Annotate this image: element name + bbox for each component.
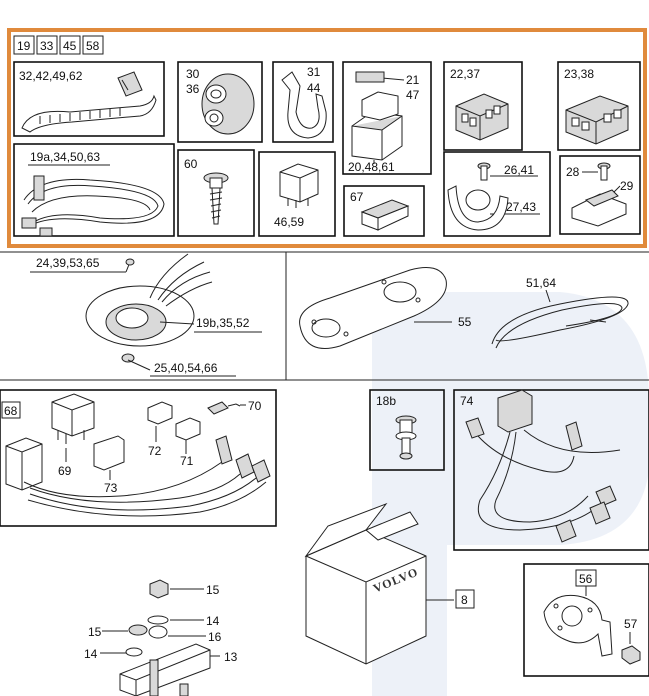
cable-tie-panel: 32,42,49,62: [13, 61, 165, 137]
callout: 25,40,54,66: [154, 361, 218, 375]
relay-panel: 46,59: [258, 151, 336, 237]
relay-panel: 21 47 20,48,61: [342, 61, 432, 175]
callout: 71: [180, 454, 194, 468]
callout: 26,41: [504, 163, 534, 177]
callout: 47: [406, 88, 420, 102]
screw-panel: 60: [177, 149, 255, 237]
callout: 74: [460, 394, 474, 408]
callout: 44: [307, 81, 321, 95]
callout: 24,39,53,65: [36, 256, 100, 270]
callout: 15: [88, 625, 102, 639]
callout: 60: [184, 157, 198, 171]
kit-68: 68 69 73 72 71 70: [0, 389, 277, 527]
callout: 20,48,61: [348, 160, 395, 174]
callout: 21: [406, 73, 420, 87]
callout: 14: [84, 647, 98, 661]
callout: 27,43: [506, 200, 536, 214]
group-label: 45: [63, 39, 77, 53]
callout: 16: [208, 630, 222, 644]
callout: 8: [461, 593, 468, 607]
harness-panel: 19a,34,50,63: [13, 143, 175, 237]
callout: 68: [4, 404, 18, 418]
callout: 72: [148, 444, 162, 458]
socket-assembly: 24,39,53,65 19b,35,52 25,40,54,66: [30, 253, 262, 377]
mounting-plate: 55: [299, 267, 472, 349]
callout: 69: [58, 464, 72, 478]
callout: 57: [624, 617, 638, 631]
callout: 22,37: [450, 67, 480, 81]
callout: 15: [206, 583, 220, 597]
callout: 56: [579, 572, 593, 586]
callout: 19a,34,50,63: [30, 150, 100, 164]
clip-panel: 31 44: [272, 61, 334, 143]
connector-panel: 23,38: [557, 61, 641, 151]
clip-nut-panel: 28 29: [559, 155, 641, 235]
clamp-panel: 26,41 27,43: [443, 151, 551, 237]
group-label-boxes: 19 33 45 58: [13, 35, 104, 55]
callout: 51,64: [526, 276, 556, 290]
callout: 13: [224, 650, 238, 664]
pin-18b: 18b: [369, 389, 445, 471]
bracket-kit: 56 57: [523, 563, 649, 677]
grommet-panel: 30 36: [177, 61, 263, 143]
callout: 67: [350, 190, 364, 204]
clip-panel: 67: [343, 185, 425, 237]
harness-74: 74: [453, 389, 649, 551]
callout: 23,38: [564, 67, 594, 81]
callout: 28: [566, 165, 580, 179]
callout: 36: [186, 82, 200, 96]
callout: 18b: [376, 394, 396, 408]
callout: 19b,35,52: [196, 316, 250, 330]
callout: 14: [206, 614, 220, 628]
callout: 31: [307, 65, 321, 79]
callout: 29: [620, 179, 634, 193]
group-label: 58: [86, 39, 100, 53]
fastener-stack: 15 14 15 16 14 13: [84, 579, 238, 696]
callout: 46,59: [274, 215, 304, 229]
callout: 55: [458, 315, 472, 329]
callout: 30: [186, 67, 200, 81]
group-label: 33: [40, 39, 54, 53]
group-label: 19: [17, 39, 31, 53]
callout: 32,42,49,62: [19, 69, 83, 83]
packaging-box: VOLVO 8: [304, 502, 475, 665]
highlight-frame: [7, 28, 647, 248]
callout: 70: [248, 399, 262, 413]
connector-panel: 22,37: [443, 61, 523, 151]
callout: 73: [104, 481, 118, 495]
cable-coil: 51,64: [491, 276, 629, 349]
